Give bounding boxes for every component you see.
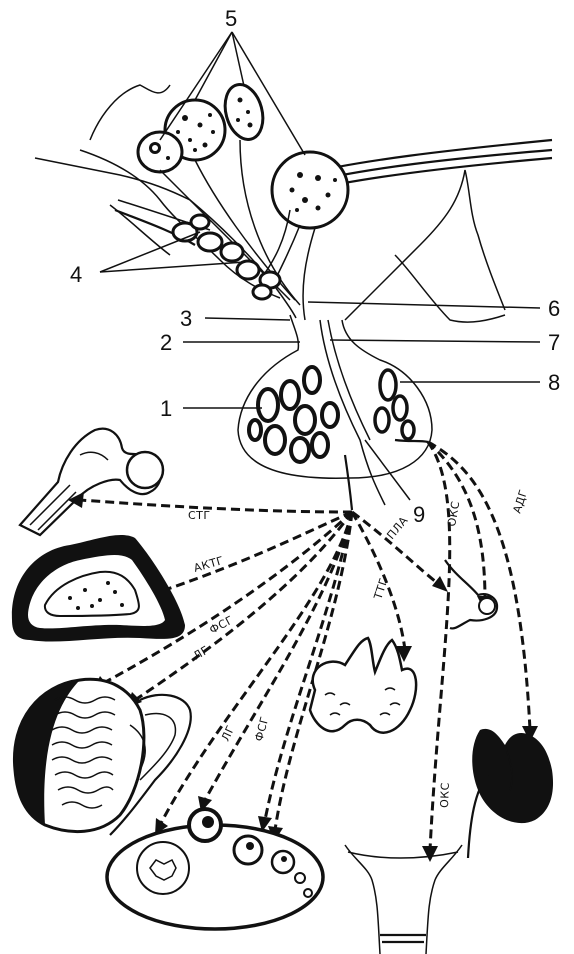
label-pointers (183, 302, 540, 500)
label-2: 2 (160, 330, 172, 355)
hormone-fsg-male: ФСГ (207, 613, 235, 636)
label-5: 5 (225, 6, 237, 31)
neuron-icon (138, 80, 348, 228)
hormone-oks-breast: ОКС (445, 500, 462, 528)
label-3: 3 (180, 306, 192, 331)
hormone-oks-uterus: ОКС (438, 782, 452, 808)
hormone-adg: АДГ (510, 488, 530, 515)
small-neurons-cluster (115, 200, 280, 299)
label-9: 9 (413, 502, 425, 527)
breast-icon (445, 560, 497, 628)
bone-icon (20, 429, 163, 535)
pituitary-icon (238, 315, 432, 510)
testis-icon (14, 679, 190, 835)
kidney-icon (468, 729, 553, 858)
hormone-ttg: ТТГ (371, 576, 390, 602)
hormone-stg: СТГ (188, 509, 211, 522)
hormone-fsg-female: ФСГ (252, 715, 271, 743)
label-1: 1 (160, 396, 172, 421)
adrenal-icon (12, 535, 185, 642)
uterus-icon (345, 845, 462, 954)
hormone-pla: ПЛА (384, 514, 410, 542)
label-6: 6 (548, 296, 560, 321)
hormone-aktg: АКТГ (192, 554, 225, 575)
ovary-icon (107, 809, 323, 929)
label-7: 7 (548, 330, 560, 355)
label-4: 4 (70, 262, 82, 287)
label-8: 8 (548, 370, 560, 395)
